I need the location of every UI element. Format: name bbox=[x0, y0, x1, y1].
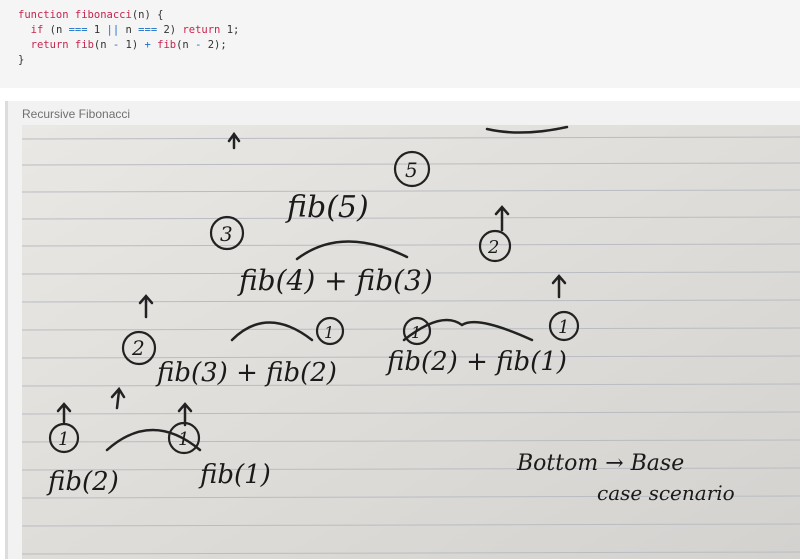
figure: Recursive Fibonacci bbox=[5, 101, 800, 559]
code-listing: function fibonacci(n) { if (n === 1 || n… bbox=[0, 0, 800, 68]
root-result: 5 bbox=[405, 158, 418, 182]
handwriting-text: 5 fib(5) 3 2 fib(4) + fib(3) 2 1 1 1 fib… bbox=[46, 158, 735, 505]
result-bottom-fib1: 1 bbox=[178, 429, 189, 450]
result-circles bbox=[48, 150, 580, 455]
ink-strokes bbox=[56, 125, 569, 452]
handwritten-photo: 5 fib(5) 3 2 fib(4) + fib(3) 2 1 1 1 fib… bbox=[22, 125, 800, 559]
root-call: fib(5) bbox=[285, 190, 369, 225]
result-left-fib2: 1 bbox=[324, 323, 334, 342]
note-line-1: Bottom → Base bbox=[516, 451, 684, 476]
level1-expr: fib(4) + fib(3) bbox=[237, 264, 433, 297]
code-line-2: if (n === 1 || n === 2) return 1; bbox=[30, 24, 240, 36]
level3-left: fib(2) bbox=[46, 467, 119, 497]
blockquote-bar bbox=[5, 101, 8, 559]
result-fib3: 2 bbox=[487, 237, 499, 258]
result-right-fib2: 1 bbox=[411, 323, 421, 342]
result-right-fib1: 1 bbox=[558, 317, 569, 338]
result-fib4: 3 bbox=[220, 222, 233, 246]
level2-left-expr: fib(3) + fib(2) bbox=[155, 358, 337, 388]
result-bottom-fib2: 1 bbox=[58, 429, 69, 450]
code-line-4: } bbox=[18, 54, 25, 66]
note-line-2: case scenario bbox=[597, 481, 735, 505]
code-line-3: return fib(n - 1) + fib(n - 2); bbox=[30, 39, 227, 51]
result-left-fib3: 2 bbox=[131, 336, 145, 360]
level3-right: fib(1) bbox=[198, 460, 271, 490]
code-line-1: function fibonacci(n) { bbox=[18, 9, 164, 21]
level2-right-expr: fib(2) + fib(1) bbox=[385, 347, 567, 377]
code-block: function fibonacci(n) { if (n === 1 || n… bbox=[0, 0, 800, 88]
figure-caption: Recursive Fibonacci bbox=[22, 107, 131, 121]
